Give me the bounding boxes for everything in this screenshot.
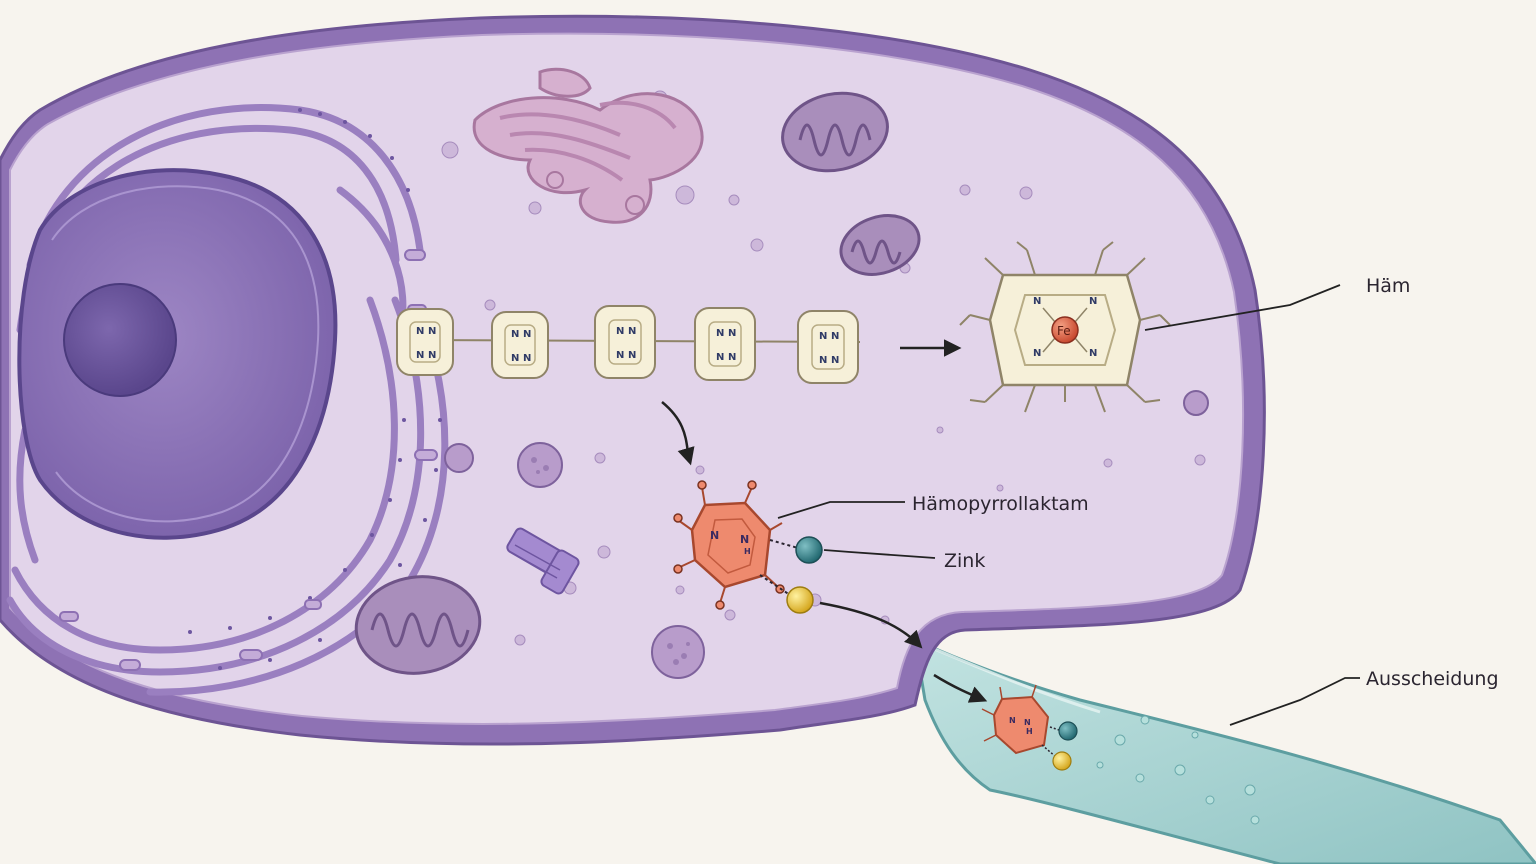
heme-label: Häm — [1366, 275, 1410, 297]
arrow-into-duct — [933, 673, 988, 703]
duct-droplets — [1096, 715, 1260, 825]
svg-text:N: N — [740, 533, 749, 546]
heme-callout-line — [1144, 284, 1341, 331]
svg-text:N: N — [511, 353, 519, 364]
svg-text:N: N — [628, 350, 636, 361]
zinc-callout-line — [823, 549, 936, 559]
svg-text:N: N — [523, 329, 531, 340]
nucleus — [17, 168, 338, 540]
zinc-bond — [759, 539, 799, 596]
lactam-callout-line — [777, 501, 905, 519]
excretion-callout-line — [1229, 677, 1360, 726]
lysosome-granules — [531, 457, 690, 665]
svg-text:N: N — [831, 355, 839, 366]
svg-text:N: N — [831, 331, 839, 342]
hemopyrrole-lactam-label: Hämopyrrollaktam — [912, 493, 1089, 515]
svg-text:H: H — [1026, 727, 1033, 736]
golgi-apparatus — [472, 67, 704, 224]
mitochondrion — [839, 214, 921, 276]
svg-text:N: N — [1033, 296, 1041, 307]
svg-text:N: N — [1089, 348, 1097, 359]
svg-text:N: N — [428, 350, 436, 361]
lactam-zinc-complex-in-duct: N N H — [981, 684, 1078, 771]
arrow-to-duct — [819, 601, 923, 649]
svg-text:N: N — [628, 326, 636, 337]
svg-text:N: N — [616, 326, 624, 337]
lysosome — [444, 390, 1209, 679]
excretion-duct — [913, 637, 1536, 864]
svg-text:N: N — [716, 328, 724, 339]
svg-text:N: N — [1033, 348, 1041, 359]
mitochondrion — [354, 575, 482, 675]
svg-text:N: N — [616, 350, 624, 361]
svg-text:N: N — [511, 329, 519, 340]
svg-text:N: N — [716, 352, 724, 363]
centriole — [506, 527, 580, 595]
mitochondrion — [781, 91, 889, 173]
zinc-label: Zink — [944, 550, 985, 572]
nucleolus — [63, 283, 177, 397]
svg-text:N: N — [428, 326, 436, 337]
svg-text:H: H — [744, 547, 751, 556]
svg-text:Fe: Fe — [1057, 324, 1071, 338]
er-ribosomes — [188, 108, 442, 670]
svg-text:N: N — [416, 350, 424, 361]
zinc-ion-teal — [795, 536, 823, 564]
excretion-label: Ausscheidung — [1366, 668, 1499, 690]
svg-text:N: N — [819, 355, 827, 366]
svg-text:N: N — [710, 529, 719, 542]
svg-text:N: N — [1024, 718, 1031, 727]
svg-text:N: N — [1089, 296, 1097, 307]
arrow-to-lactam — [661, 401, 695, 466]
hemopyrrole-lactam-molecule: N N H — [673, 480, 785, 610]
svg-text:N: N — [728, 352, 736, 363]
zinc-ion-yellow — [786, 586, 814, 614]
svg-text:N: N — [819, 331, 827, 342]
svg-text:N: N — [523, 353, 531, 364]
svg-text:N: N — [728, 328, 736, 339]
svg-text:N: N — [416, 326, 424, 337]
svg-text:N: N — [1009, 716, 1016, 725]
heme-molecule: N N N N Fe — [959, 241, 1171, 413]
